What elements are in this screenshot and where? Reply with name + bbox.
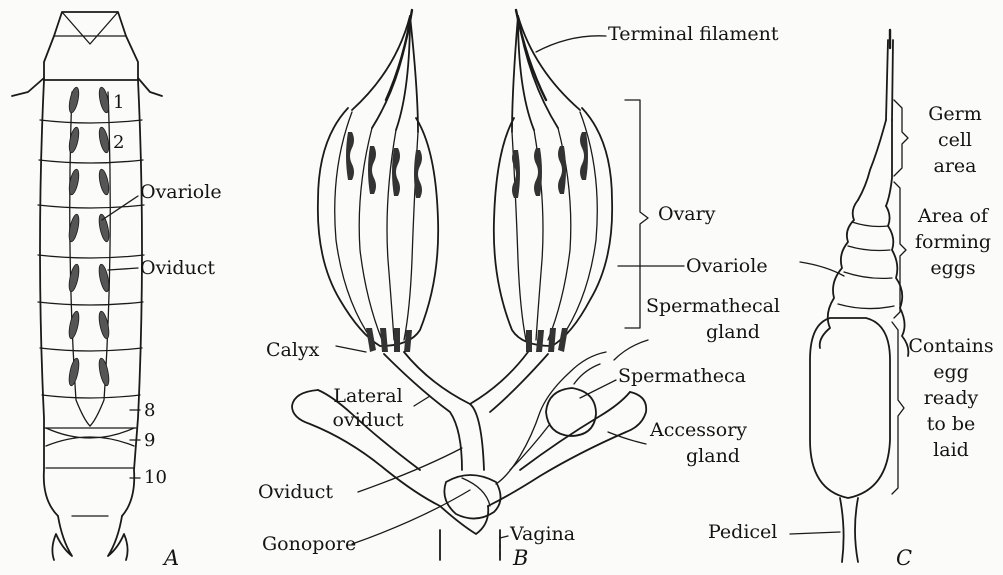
spermatheca-label: Spermatheca xyxy=(618,366,746,387)
oviduct-label-b: Oviduct xyxy=(258,482,333,503)
panel-label-b: B xyxy=(513,548,528,569)
segment-label-8: 8 xyxy=(144,400,155,421)
segment-label-10: 10 xyxy=(144,467,167,488)
pedicel-label: Pedicel xyxy=(708,522,777,543)
accessory-gland-label-line1: Accessory xyxy=(650,420,747,441)
panel-label-a: A xyxy=(164,548,179,569)
ovariole-label-a: Ovariole xyxy=(140,182,222,203)
gonopore-label: Gonopore xyxy=(262,534,356,555)
germ-cell-area-label-line1: Germ xyxy=(910,104,1000,125)
forming-eggs-label-line1: Area of xyxy=(904,206,1002,227)
calyx-label: Calyx xyxy=(266,340,319,361)
segment-label-1: 1 xyxy=(113,92,124,113)
germ-cell-area-label-line3: area xyxy=(910,156,1000,177)
contains-egg-label-line2: egg xyxy=(900,362,1002,383)
forming-eggs-label-line3: eggs xyxy=(904,258,1002,279)
segment-label-2: 2 xyxy=(113,132,124,153)
abdomen-drawing xyxy=(12,12,162,560)
accessory-gland-label-line2: gland xyxy=(686,446,740,467)
ovariole-detail-drawing xyxy=(790,30,908,562)
reproductive-system-drawing xyxy=(292,10,684,560)
segment-label-9: 9 xyxy=(144,430,155,451)
oviduct-label-a: Oviduct xyxy=(140,258,215,279)
germ-cell-area-label-line2: cell xyxy=(910,130,1000,151)
contains-egg-label-line4: to be xyxy=(900,414,1002,435)
contains-egg-label-line5: laid xyxy=(900,440,1002,461)
ovariole-label-b: Ovariole xyxy=(686,256,768,277)
vagina-label: Vagina xyxy=(510,524,575,545)
terminal-filament-label: Terminal filament xyxy=(608,24,779,45)
panel-label-c: C xyxy=(896,548,912,569)
spermathecal-gland-label-line2: gland xyxy=(706,322,760,343)
contains-egg-label-line3: ready xyxy=(900,388,1002,409)
spermathecal-gland-label-line1: Spermathecal xyxy=(646,296,780,317)
lateral-oviduct-label-line1: Lateral xyxy=(326,386,410,407)
lateral-oviduct-label-line2: oviduct xyxy=(326,410,410,431)
contains-egg-label-line1: Contains xyxy=(900,336,1002,357)
ovary-label: Ovary xyxy=(658,204,715,225)
forming-eggs-label-line2: forming xyxy=(904,232,1002,253)
